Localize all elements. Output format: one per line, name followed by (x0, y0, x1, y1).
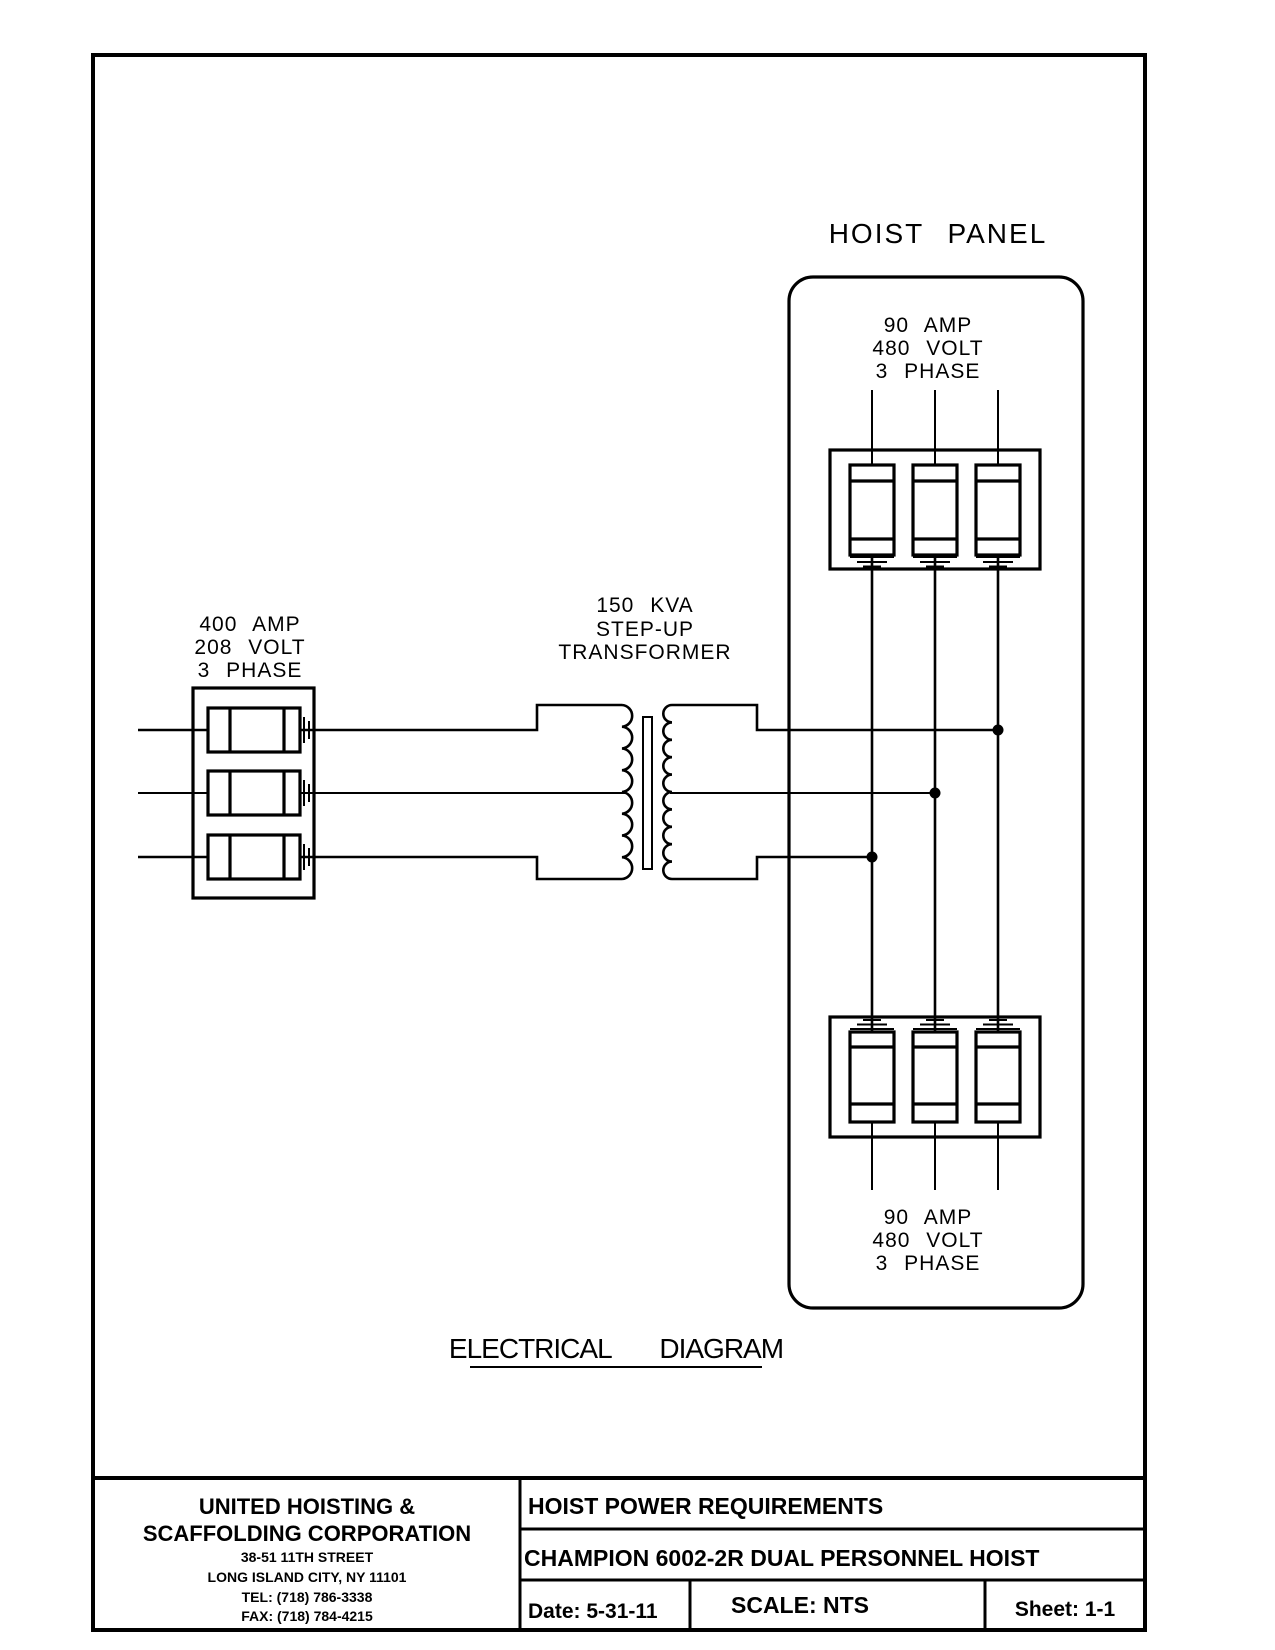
fuse-symbol (206, 706, 302, 881)
bottom-fuse-label-phase: 3 PHASE (876, 1252, 981, 1275)
top-fuse-block (828, 448, 1042, 571)
company-address-line2: LONG ISLAND CITY, NY 11101 (208, 1569, 407, 1585)
hoist-panel-enclosure (787, 275, 1085, 1310)
fuse-clip-symbol (303, 717, 315, 870)
hoist-panel-label: HOIST PANEL (829, 218, 1048, 249)
top-fuse-label-phase: 3 PHASE (876, 360, 981, 383)
page-border (91, 53, 1147, 1632)
top-fuse-label-volts: 480 VOLT (872, 337, 983, 360)
top-stub-wires (871, 390, 999, 465)
drawing-date: Date: 5-31-11 (528, 1600, 658, 1623)
primary-wire-top (138, 703, 622, 732)
diagram-caption: ELECTRICAL DIAGRAM (449, 1333, 783, 1364)
source-label-phase: 3 PHASE (198, 659, 303, 682)
fuse-symbol (848, 463, 1022, 557)
top-fuse-label-amps: 90 AMP (884, 314, 973, 337)
junction-dot (992, 724, 1004, 736)
junction-dot (929, 787, 941, 799)
transformer-symbol (621, 703, 673, 881)
company-address-line1: 38-51 11TH STREET (241, 1549, 374, 1565)
drawing-sheet-number: Sheet: 1-1 (1015, 1598, 1116, 1621)
source-breaker-block (191, 686, 316, 900)
company-tel: TEL: (718) 786-3338 (242, 1589, 373, 1605)
source-label-volts: 208 VOLT (194, 636, 305, 659)
transformer-label-name: TRANSFORMER (558, 641, 731, 664)
primary-wire-bottom (138, 855, 622, 881)
primary-coil (621, 703, 634, 881)
secondary-wire-top (672, 703, 998, 732)
drawing-title: HOIST POWER REQUIREMENTS (528, 1493, 883, 1519)
bottom-fuse-label-volts: 480 VOLT (872, 1229, 983, 1252)
drawing-subtitle: CHAMPION 6002-2R DUAL PERSONNEL HOIST (524, 1545, 1039, 1571)
wires (138, 390, 1004, 1190)
junction-dot (866, 851, 878, 863)
fuse-block-box (828, 448, 1042, 571)
fuse-clip-symbol (850, 556, 1020, 568)
title-block: UNITED HOISTING & SCAFFOLDING CORPORATIO… (93, 1476, 1145, 1630)
transformer-label-kva: 150 KVA (596, 594, 693, 617)
company-name-line2: SCAFFOLDING CORPORATION (143, 1521, 471, 1546)
source-label-amps: 400 AMP (199, 613, 300, 636)
fuse-symbol (848, 1030, 1022, 1124)
diagram-labels: HOIST PANEL 90 AMP 480 VOLT 3 PHASE 400 … (194, 218, 1048, 1368)
secondary-coil (662, 703, 673, 881)
fuse-block-box (828, 1015, 1042, 1139)
company-fax: FAX: (718) 784-4215 (241, 1608, 373, 1624)
fuse-clip-symbol (850, 1019, 1020, 1030)
bottom-fuse-block (828, 1015, 1042, 1139)
bottom-fuse-label-amps: 90 AMP (884, 1206, 973, 1229)
company-name-line1: UNITED HOISTING & (199, 1494, 415, 1519)
drawing-scale: SCALE: NTS (731, 1592, 869, 1618)
bottom-stub-wires (871, 1122, 999, 1190)
secondary-wire-bottom (672, 855, 872, 881)
transformer-core (642, 716, 653, 870)
transformer-label-type: STEP-UP (596, 618, 694, 641)
